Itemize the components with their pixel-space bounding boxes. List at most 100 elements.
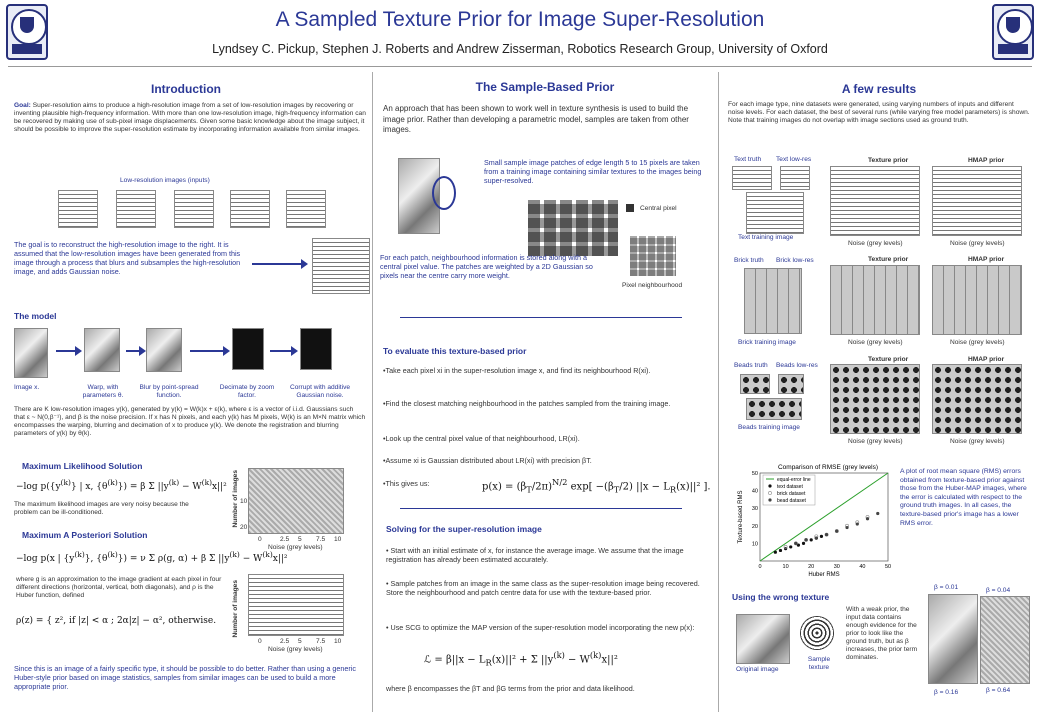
oxford-crest-right [992,4,1034,60]
chart-point-3-5 [845,525,849,530]
map-heading: Maximum A Posteriori Solution [22,530,148,540]
map-plot-xlabel: Noise (grey levels) [268,646,323,653]
sample-divider-1 [400,317,682,318]
wrong-original-image [736,614,790,664]
chart-title: Comparison of RMSE (grey levels) [778,464,878,471]
beads-lowres-label: Beads low-res [776,362,818,369]
beta-label-3: β = 0.16 [934,689,959,696]
brick-truth-label: Brick truth [734,257,764,264]
chart-legend-label-1: text dataset [777,484,803,490]
solve-step-2: • Sample patches from an image in the sa… [386,579,700,597]
chart-ytick-2: 30 [752,506,758,512]
chart-equal-error-line [759,472,889,562]
chart-xtick-2: 20 [808,564,814,570]
chart-point-3-2 [814,536,818,540]
chart-xlabel: Huber RMS [808,572,839,578]
model-step-3: Blur by point-spread function. [139,384,199,399]
model-arrow-3 [190,346,230,356]
model-arrow-2 [126,346,146,356]
sample-texture-swirl [800,616,834,650]
chart-point-1-3 [789,545,793,549]
chart-ytick-3: 40 [752,489,758,495]
chart-legend-swatch-1 [768,484,772,488]
brick-hmap-prior-grid [932,265,1022,335]
wrong-texture-text: With a weak prior, the input data contai… [846,606,918,661]
beads-grid-title-texture: Texture prior [868,356,909,363]
model-heading: The model [14,311,57,321]
model-image-noise [300,328,332,370]
model-step-1: Image x. [14,384,40,391]
pixel-neighbourhood-grid [630,236,676,276]
rmse-chart: Comparison of RMSE (grey levels) 0 10 20 30… [736,460,896,578]
reconstruct-arrow [252,259,308,269]
rmse-text: A plot of root mean square (RMS) errors … [900,468,1027,527]
chart-point-1-0 [773,550,777,554]
ml-xtick-2: 2.5 [280,536,290,543]
pixel-neighbourhood-label: Pixel neighbourhood [622,282,683,289]
text-grid-title-hmap: HMAP prior [968,157,1005,164]
chart-legend-box [762,474,816,506]
chart-xtick-0: 0 [758,564,761,570]
lowres-caption: Low-resolution images (inputs) [120,177,210,184]
ml-result-grid [248,468,344,534]
model-arrow-1 [56,346,82,356]
sample-texture-label: Sample texture [807,656,831,671]
chart-legend-label-2: brick dataset [777,491,806,497]
map-plot-ylabel: Number of images [232,580,239,638]
ml-text: The maximum likelihood images are very n… [14,501,189,516]
poster-title: A Sampled Texture Prior for Image Super-… [275,8,765,31]
brick-grid-xlabel-2: Noise (grey levels) [950,339,1005,346]
map-xtick-4: 7.5 [316,638,326,645]
texture-prior-equation: p(x) = (βT/2π)N/2 exp[ −(βT/2) ||x − LR(… [482,477,711,495]
text-lowres-image [780,166,810,190]
objective-equation: ℒ = β||x − LR(x)||² + Σ ||y(k) − W(k)x||… [424,650,618,668]
ml-ytick-2: 10 [240,498,248,505]
chart-point-1-1 [778,548,783,553]
sample-prior-lead: An approach that has been shown to work … [383,104,689,134]
chart-point-3-4 [835,529,839,533]
central-pixel-label: Central pixel [640,205,677,212]
eval-step-4: •Assume xi is Gaussian distributed about… [383,456,592,465]
results-intro: For each image type, nine datasets were … [728,101,1030,124]
lowres-image-4 [230,190,270,228]
chart-point-1-6 [809,538,813,542]
patch-samples [528,200,618,256]
ml-xtick-3: 5 [298,536,302,543]
rmse-chart-svg: Comparison of RMSE (grey levels) 0 10 20 30… [738,464,891,578]
map-xtick-2: 2.5 [280,638,290,645]
brick-texture-prior-grid [830,265,920,335]
brick-grid-xlabel-1: Noise (grey levels) [848,339,903,346]
beta-result-2 [980,596,1030,684]
text-truth-label: Text truth [734,156,762,163]
eval-heading: To evaluate this texture-based prior [383,346,527,356]
sample-prior-heading: The Sample-Based Prior [475,80,615,94]
chart-xtick-5: 50 [885,564,891,570]
chart-point-2-0 [783,545,788,549]
brick-grid-title-hmap: HMAP prior [968,256,1005,263]
map-xtick-3: 5 [298,638,302,645]
chart-legend-swatch-3 [768,498,772,502]
text-grid-xlabel-1: Noise (grey levels) [848,240,903,247]
beads-grid-title-hmap: HMAP prior [968,356,1005,363]
map-xtick-1: 0 [258,638,262,645]
chart-xtick-4: 40 [859,564,865,570]
ml-ytick-3: 20 [240,524,248,531]
chart-point-3-0 [794,541,798,545]
model-step-5: Corrupt with additive Gaussian noise. [289,384,351,399]
beads-truth-image [740,374,770,394]
neighbourhood-text: For each patch, neighbourhood informatio… [380,253,593,280]
brick-grid-title-texture: Texture prior [868,256,909,263]
ml-xtick-1: 0 [258,536,262,543]
text-grid-title-texture: Texture prior [868,157,909,164]
chart-ytick-0: 10 [752,541,758,547]
lowres-image-5 [286,190,326,228]
text-hmap-prior-grid [932,166,1022,236]
results-heading: A few results [841,82,917,96]
central-pixel-swatch [626,204,634,212]
chart-point-3-1 [804,538,808,542]
model-image-decimate [232,328,264,370]
oxford-crest-left [6,4,48,60]
chart-ylabel: Texture-based RMS [738,490,744,543]
beads-grid-xlabel-2: Noise (grey levels) [950,438,1005,445]
beads-training-image [746,398,802,420]
